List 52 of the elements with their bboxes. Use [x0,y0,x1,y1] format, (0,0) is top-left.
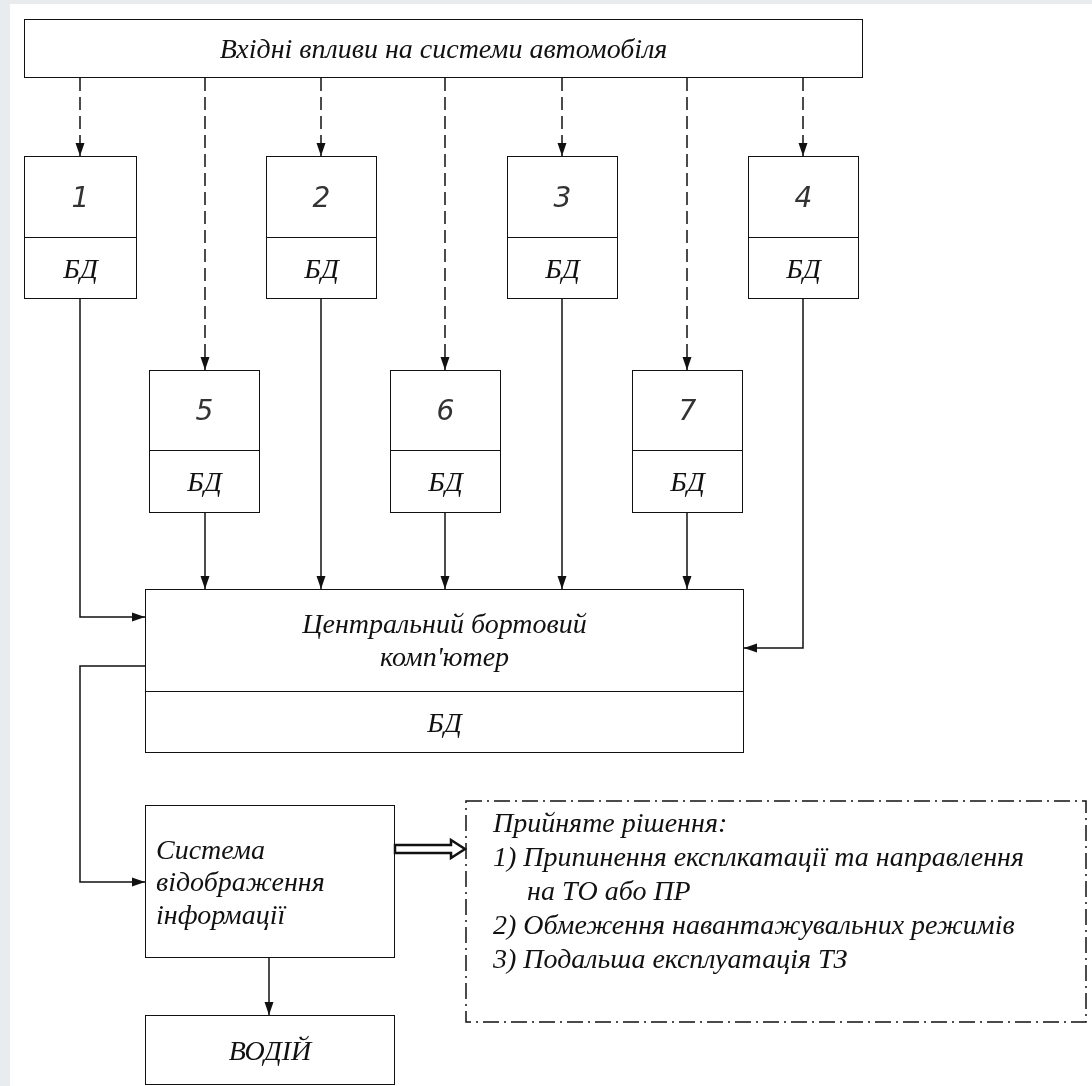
block-number: 2 [312,180,331,214]
sensor-block [149,370,260,513]
arrow [682,512,692,590]
double-arrow [393,837,468,861]
dashed-arrow [798,77,808,157]
block-number: 1 [71,180,90,214]
database-label: БД [187,466,222,499]
arrow [200,512,210,590]
dashed-arrow [200,77,210,371]
database-label: БД [428,466,463,499]
list-item: 1) Припинення експлкатації та направлення на ТО або ПР [493,840,1025,908]
sensor-block [507,156,618,299]
block-number: 6 [436,394,455,427]
database-label: БД [545,252,580,286]
block-number: 7 [678,394,697,427]
arrow [79,298,146,622]
database-label: БД [670,466,705,499]
arrow [743,298,804,653]
database-label: БД [427,706,462,740]
computer-block [145,589,744,753]
dashed-arrow [440,77,450,371]
list-item: 2) Обмеження навантажувальних режимів [493,908,1016,942]
note-heading: Прийняте рішення: [493,806,729,840]
database-label: БД [786,252,821,286]
dashed-arrow [682,77,692,371]
arrow [557,298,567,590]
arrow [79,665,146,887]
block-number: 5 [195,394,214,427]
database-label: БД [304,252,339,286]
node-label: ВОДІЙ [228,1034,312,1068]
sensor-block [24,156,137,299]
block-number: 3 [553,180,572,214]
sensor-block [390,370,501,513]
dashed-arrow [316,77,326,157]
node-label: Вхідні впливи на системи автомобіля [219,33,668,66]
process-box [145,805,395,958]
database-label: БД [63,252,98,286]
node-label: Система відображення інформації [156,834,326,931]
dashed-arrow [75,77,85,157]
sensor-block [266,156,377,299]
decision-note-box [465,800,1087,1023]
arrow [264,957,274,1016]
sensor-block [748,156,859,299]
arrow [440,512,450,590]
process-box [145,1015,395,1085]
list-item: 3) Подальша експлуатація ТЗ [493,942,849,976]
node-label: Центральний бортовий комп'ютер [301,608,588,673]
process-box [24,19,863,78]
dashed-arrow [557,77,567,157]
sensor-block [632,370,743,513]
arrow [316,298,326,590]
block-number: 4 [794,180,813,214]
